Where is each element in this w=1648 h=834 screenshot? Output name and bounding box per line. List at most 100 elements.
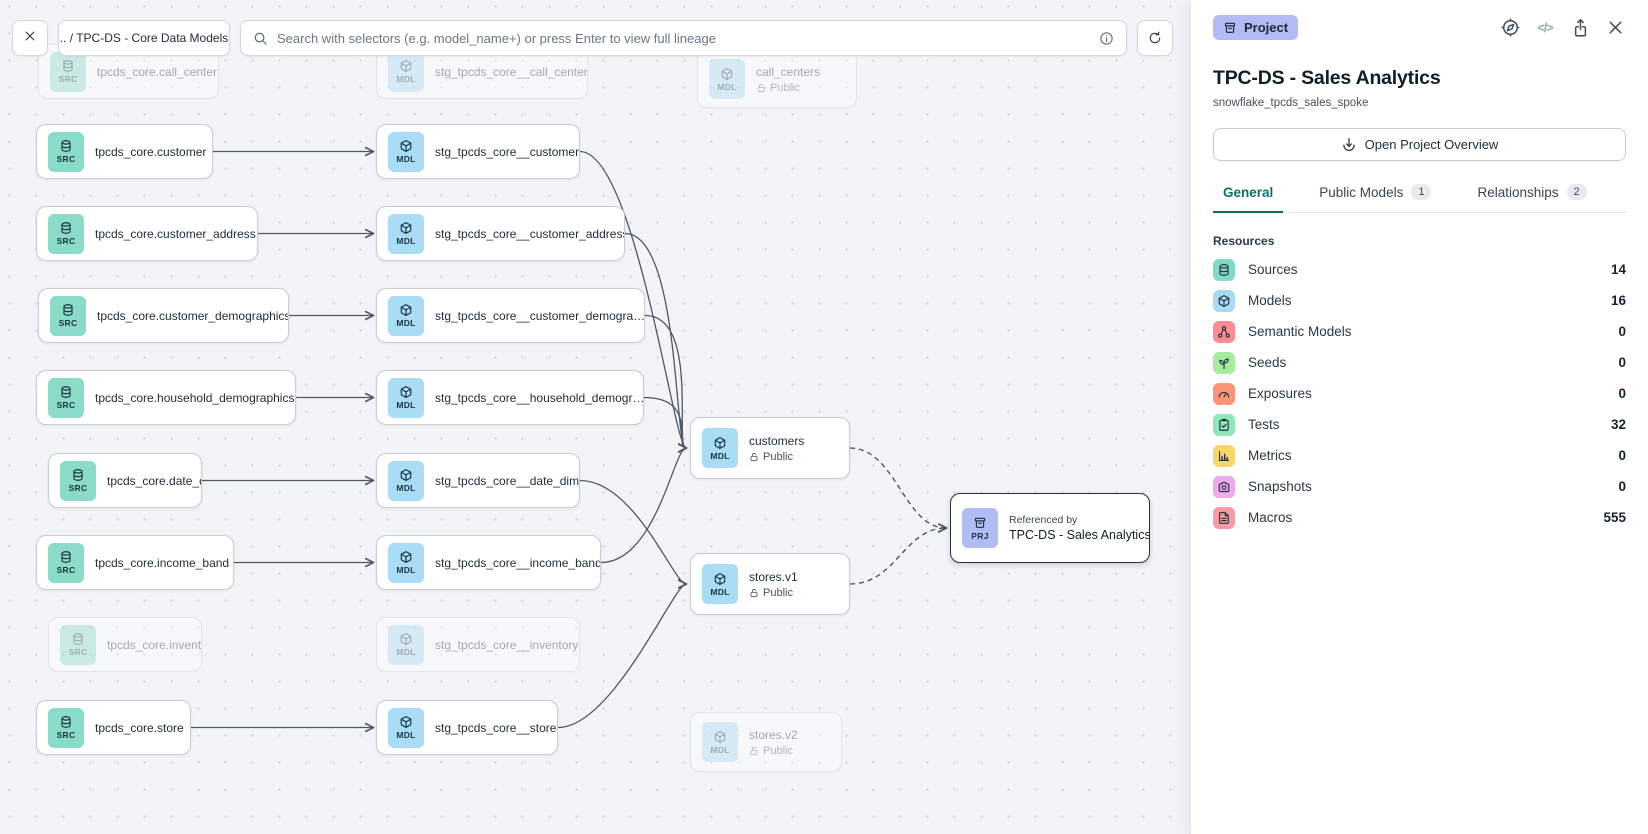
open-project-overview-button[interactable]: Open Project Overview: [1213, 128, 1626, 161]
node-label: stores.v2: [749, 727, 798, 742]
node-label: stg_tpcds_core__customer_address: [435, 226, 625, 241]
node-access-label: Public: [770, 81, 800, 94]
breadcrumb[interactable]: .. / TPC-DS - Core Data Models: [58, 20, 230, 56]
node-text: stg_tpcds_core__customer: [435, 144, 580, 159]
node-label: stores.v1: [749, 569, 798, 584]
camera-icon: [1213, 475, 1235, 498]
node-type-badge-src: SRC: [48, 213, 84, 254]
node-type-label: MDL: [396, 318, 416, 328]
close-panel-button[interactable]: [1604, 17, 1626, 39]
graph-node-src-customer[interactable]: SRC tpcds_core.customer: [36, 124, 213, 179]
resource-label: Macros: [1248, 510, 1293, 525]
resource-count: 14: [1610, 262, 1626, 277]
share-icon: [1571, 18, 1590, 37]
project-details-panel: Project </> TPC-DS - Sales Analytics sno…: [1190, 0, 1648, 834]
node-type-badge-src: SRC: [48, 377, 84, 418]
cube-icon: [713, 730, 727, 744]
tab-count-badge: 1: [1411, 184, 1432, 200]
node-type-label: MDL: [710, 586, 730, 597]
node-type-label: SRC: [68, 647, 88, 657]
info-icon[interactable]: [1099, 31, 1114, 46]
database-icon: [59, 715, 73, 729]
node-label: stg_tpcds_core__customer: [435, 144, 580, 159]
node-label: stg_tpcds_core__date_dim: [435, 473, 580, 488]
cube-icon: [399, 221, 413, 235]
cube-icon: [399, 550, 413, 564]
close-lineage-button[interactable]: [12, 20, 48, 56]
node-type-label: MDL: [396, 730, 416, 740]
node-label: tpcds_core.income_band: [95, 555, 230, 570]
graph-node-src-customer-demographics[interactable]: SRC tpcds_core.customer_demographics: [38, 288, 289, 343]
node-label: TPC-DS - Sales Analytics: [1009, 528, 1150, 542]
node-label: stg_tpcds_core__income_band: [435, 555, 601, 570]
tab-general[interactable]: General: [1213, 184, 1284, 213]
node-text: tpcds_core.household_demographics: [95, 390, 295, 405]
refresh-icon: [1148, 31, 1162, 45]
refresh-button[interactable]: [1137, 20, 1173, 56]
node-type-label: SRC: [68, 483, 88, 493]
node-type-label: SRC: [58, 318, 78, 328]
project-icon: [1223, 21, 1237, 35]
node-label: tpcds_core.customer: [95, 144, 207, 159]
node-label: stg_tpcds_core__customer_demogra…: [435, 308, 645, 323]
node-text: tpcds_core.customer_demographics: [97, 308, 289, 323]
overview-icon: [1341, 137, 1357, 153]
node-label: tpcds_core.household_demographics: [95, 390, 295, 405]
view-code-button[interactable]: </>: [1534, 17, 1556, 39]
share-button[interactable]: [1569, 17, 1591, 39]
tab-label: Relationships: [1477, 184, 1559, 200]
search-input[interactable]: [277, 30, 1090, 46]
node-type-badge-src: SRC: [50, 51, 86, 92]
graph-node-stg-customer-demographics[interactable]: MDL stg_tpcds_core__customer_demogra…: [376, 288, 645, 343]
database-icon: [1213, 258, 1235, 281]
resource-count: 0: [1618, 355, 1626, 370]
lock-open-icon: [749, 452, 759, 462]
resource-count: 0: [1618, 386, 1626, 401]
search-bar: [240, 20, 1127, 56]
edge-mdl-stores-v1-to-prj-sales: [849, 528, 946, 585]
node-access: Public: [749, 451, 804, 463]
view-lineage-button[interactable]: [1499, 17, 1521, 39]
node-label: tpcds_core.call_center: [97, 64, 218, 79]
node-label: tpcds_core.customer_demographics: [97, 308, 289, 323]
resource-count: 16: [1610, 293, 1626, 308]
graph-node-src-household-demographics[interactable]: SRC tpcds_core.household_demographics: [36, 370, 296, 425]
database-icon: [59, 139, 73, 153]
node-type-label: MDL: [710, 744, 730, 755]
node-type-label: SRC: [56, 154, 76, 164]
database-icon: [61, 303, 75, 317]
node-kicker: Referenced by: [1009, 514, 1078, 526]
node-type-label: SRC: [56, 730, 76, 740]
cube-icon: [399, 59, 413, 73]
clipboard-icon: [1213, 413, 1235, 436]
